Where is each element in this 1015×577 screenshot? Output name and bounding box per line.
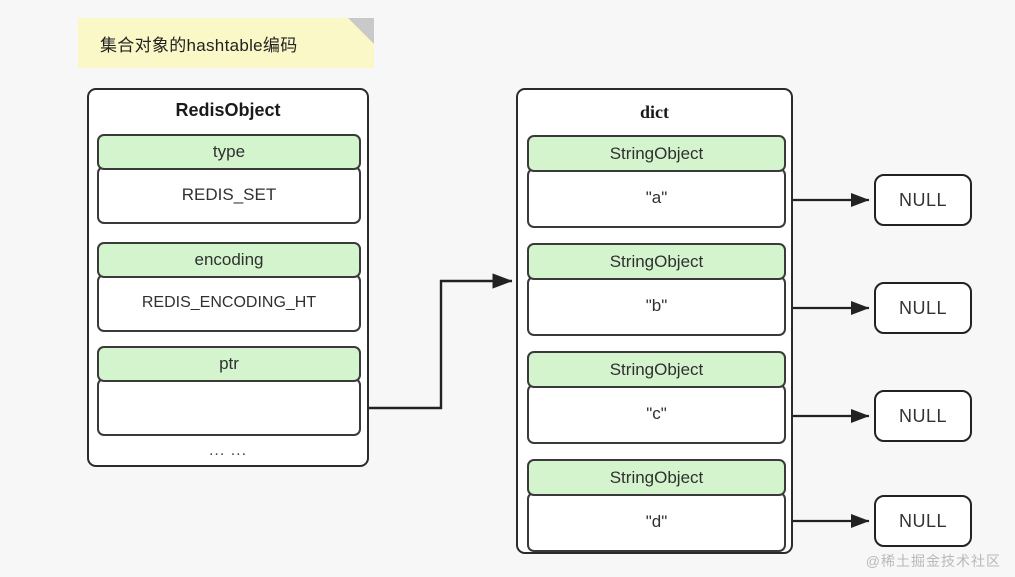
ptr-to-dict-connector — [369, 273, 513, 410]
null-box-0: NULL — [874, 174, 972, 226]
dict-entry-0: StringObject "a" — [527, 135, 786, 228]
dict-entry-2-value: "c" — [527, 384, 786, 444]
dict-entry-2: StringObject "c" — [527, 351, 786, 444]
field-type-label: type — [97, 134, 361, 170]
null-box-2: NULL — [874, 390, 972, 442]
dict-entry-2-type: StringObject — [527, 351, 786, 388]
dict-box: dict StringObject "a" StringObject "b" S… — [516, 88, 793, 554]
field-ptr-label: ptr — [97, 346, 361, 382]
field-type: type REDIS_SET — [97, 134, 361, 224]
null-box-1: NULL — [874, 282, 972, 334]
field-encoding: encoding REDIS_ENCODING_HT — [97, 242, 361, 332]
dict-entry-3: StringObject "d" — [527, 459, 786, 552]
dict-title: dict — [640, 102, 669, 122]
dict-entry-3-value: "d" — [527, 492, 786, 552]
field-ptr: ptr — [97, 346, 361, 436]
watermark: @稀土掘金技术社区 — [865, 553, 1001, 569]
field-ptr-value — [97, 378, 361, 436]
null-box-3: NULL — [874, 495, 972, 547]
dict-entry-3-type: StringObject — [527, 459, 786, 496]
folded-corner-icon — [348, 18, 374, 44]
field-type-value: REDIS_SET — [97, 166, 361, 224]
redis-object-title: RedisObject — [175, 100, 281, 120]
redis-object-ellipsis: ... ... — [208, 442, 248, 459]
diagram-title: 集合对象的hashtable编码 — [100, 35, 298, 55]
dict-entry-0-value: "a" — [527, 168, 786, 228]
dict-entry-1-type: StringObject — [527, 243, 786, 280]
field-encoding-value: REDIS_ENCODING_HT — [97, 274, 361, 332]
redis-object-box: RedisObject type REDIS_SET encoding REDI… — [87, 88, 369, 467]
dict-entry-1: StringObject "b" — [527, 243, 786, 336]
title-sticky-note: 集合对象的hashtable编码 — [78, 18, 374, 68]
field-encoding-label: encoding — [97, 242, 361, 278]
dict-entry-1-value: "b" — [527, 276, 786, 336]
dict-entry-0-type: StringObject — [527, 135, 786, 172]
